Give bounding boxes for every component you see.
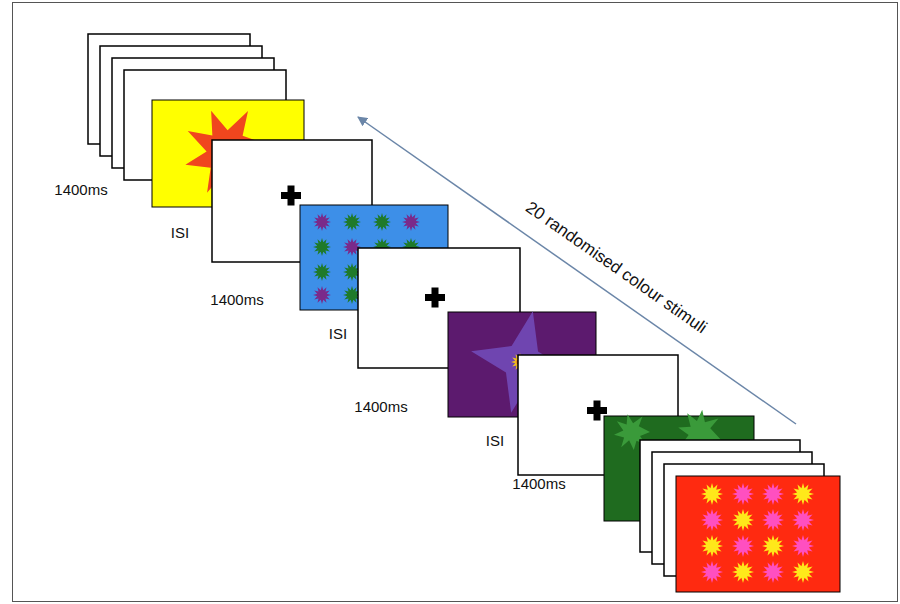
timing-label: ISI — [486, 432, 504, 450]
sequence-arrow — [358, 117, 796, 424]
colour-stimulus — [676, 476, 840, 592]
timing-label: 1400ms — [54, 181, 107, 199]
fixation-card — [212, 140, 372, 262]
timing-label: ISI — [171, 224, 189, 242]
timing-label: ISI — [329, 325, 347, 343]
timing-label: 1400ms — [512, 475, 565, 493]
frame — [13, 3, 898, 602]
timing-label: 1400ms — [354, 398, 407, 416]
timing-label: 1400ms — [210, 291, 263, 309]
